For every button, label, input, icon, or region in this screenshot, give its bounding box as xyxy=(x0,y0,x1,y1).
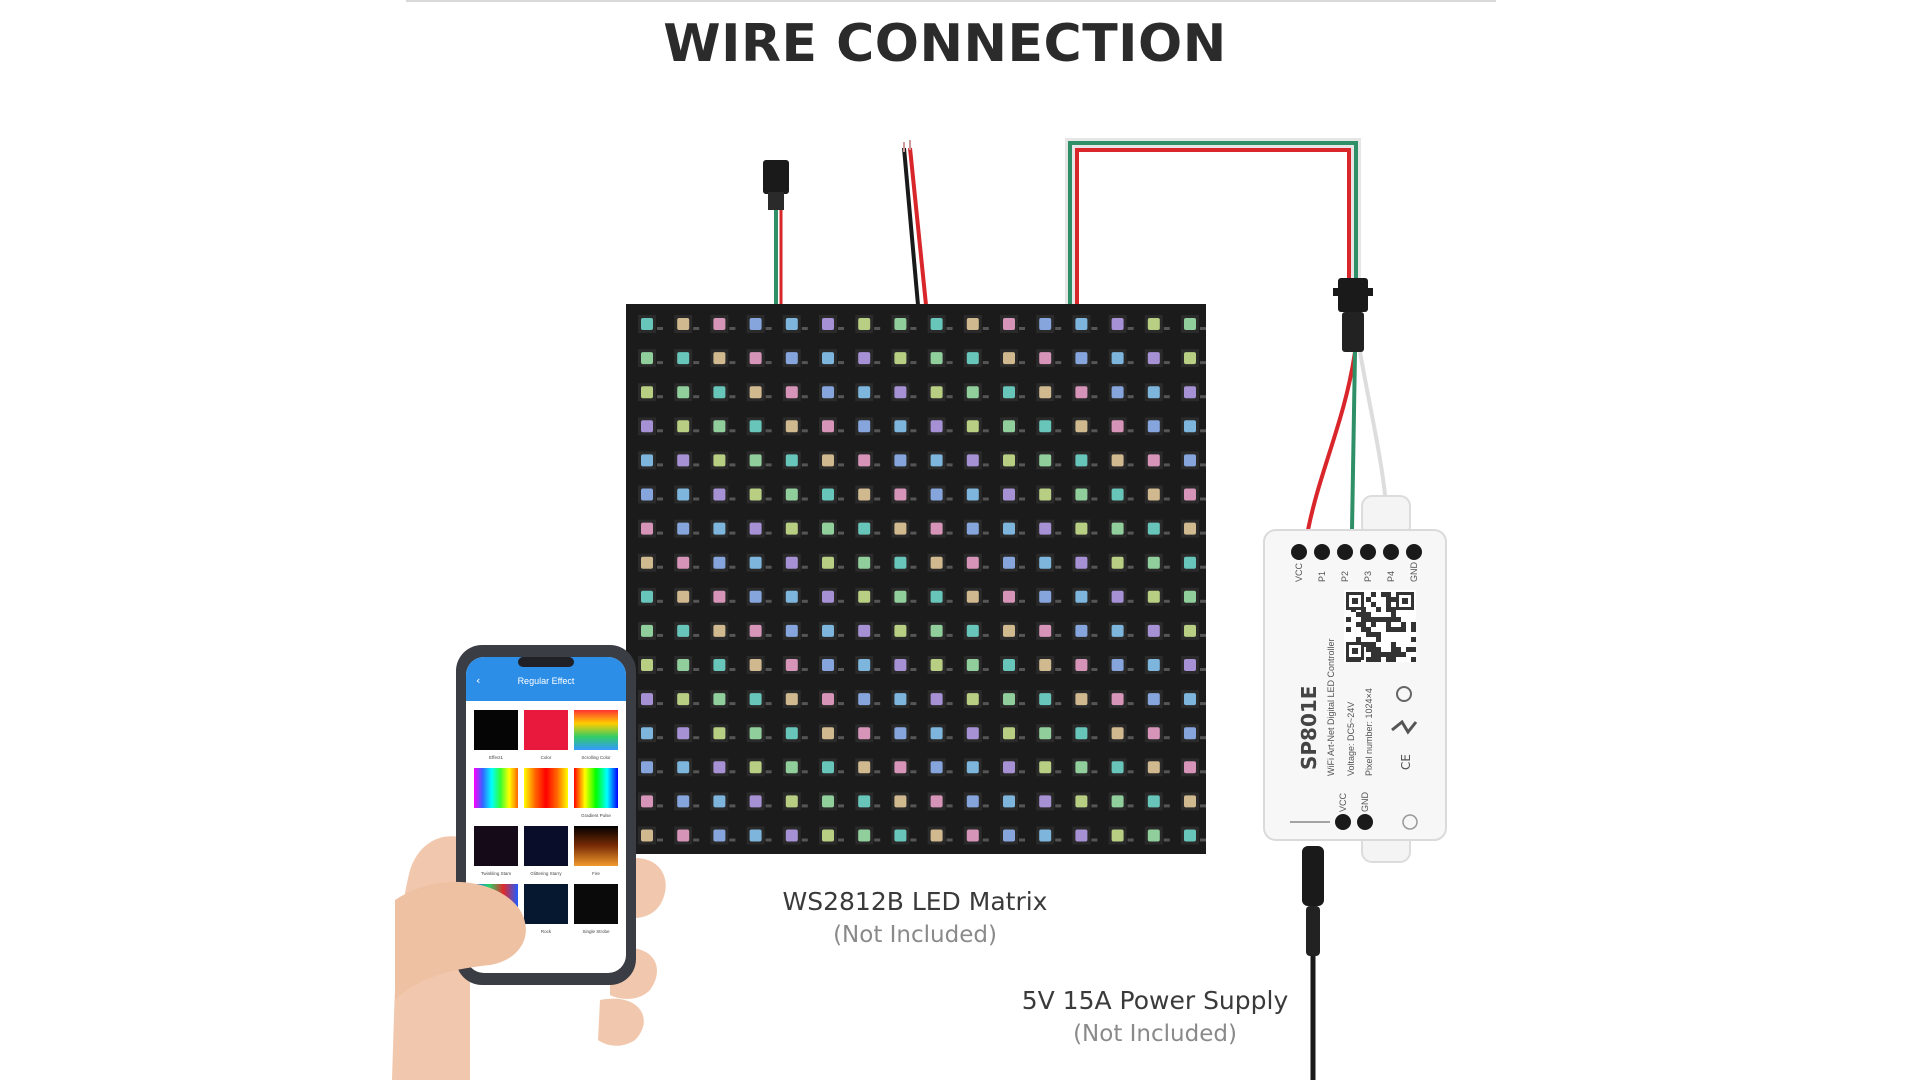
effect-tile[interactable] xyxy=(574,884,618,924)
top-divider xyxy=(406,0,1496,2)
status-indicator xyxy=(1402,814,1418,830)
effect-tile-label: Single Strobe xyxy=(582,929,610,934)
input-label-vcc: VCC xyxy=(1338,792,1348,812)
input-label-gnd: GND xyxy=(1360,792,1370,813)
terminal-vcc xyxy=(1291,544,1307,560)
output-terminals xyxy=(1291,544,1422,560)
input-terminal-vcc xyxy=(1335,814,1351,830)
effect-tile[interactable] xyxy=(574,826,618,866)
terminal-p3 xyxy=(1360,544,1376,560)
effect-tile[interactable] xyxy=(524,884,568,924)
effect-tile-label: Effect1 xyxy=(489,755,503,760)
controller-voltage: Voltage: DC5~24V xyxy=(1346,702,1356,776)
terminal-label: P4 xyxy=(1386,571,1396,582)
terminal-label: P2 xyxy=(1340,571,1350,582)
terminal-p1 xyxy=(1314,544,1330,560)
data-input-wires xyxy=(763,160,789,305)
led-grid xyxy=(638,315,1206,845)
jst-connector-female xyxy=(763,160,789,194)
page-title: WIRE CONNECTION xyxy=(663,14,1227,74)
controller-description: WiFi Art-Net Digital LED Controller xyxy=(1326,638,1336,776)
terminal-p4 xyxy=(1383,544,1399,560)
power-pigtail-wires xyxy=(902,140,928,306)
output-terminal-labels: VCC P1 P2 P3 P4 GND xyxy=(1294,562,1419,583)
led-matrix xyxy=(626,304,1206,854)
jst-connector-male xyxy=(1333,278,1373,352)
effect-tile-label: Gradient Pulse xyxy=(581,813,611,818)
terminal-label: P3 xyxy=(1363,571,1373,582)
input-terminal-gnd xyxy=(1357,814,1373,830)
phone-back-icon: ‹ xyxy=(476,674,480,687)
terminal-label: P1 xyxy=(1317,571,1327,582)
effect-tile-label: Glittering Starry xyxy=(530,871,562,876)
effect-tile[interactable] xyxy=(474,826,518,866)
hand-holding-phone: ‹ Regular Effect Effect1 Color Scrolling C… xyxy=(392,645,666,1080)
effect-tile[interactable] xyxy=(474,768,518,808)
effect-tile-label: Scrolling Color xyxy=(581,755,611,760)
effect-tile-label: Twinkling Stars xyxy=(481,871,512,876)
effect-tile-label: Fire xyxy=(592,871,600,876)
power-cable xyxy=(1302,846,1324,1080)
output-wires xyxy=(1065,138,1390,531)
recycle-icon xyxy=(1396,686,1412,702)
matrix-label-note: (Not Included) xyxy=(833,922,997,948)
terminal-gnd xyxy=(1406,544,1422,560)
power-supply-label-note: (Not Included) xyxy=(1073,1021,1237,1047)
terminal-label: VCC xyxy=(1294,562,1304,582)
effect-tile[interactable] xyxy=(524,710,568,750)
phone-header-title: Regular Effect xyxy=(518,676,575,686)
power-supply-label-main: 5V 15A Power Supply xyxy=(1021,986,1289,1015)
effect-tile-label: Color xyxy=(541,755,552,760)
effect-tile[interactable] xyxy=(574,710,618,750)
terminal-label: GND xyxy=(1409,562,1419,583)
effect-tile[interactable] xyxy=(474,710,518,750)
controller-model: SP801E xyxy=(1297,686,1321,770)
effect-tile[interactable] xyxy=(524,768,568,808)
ce-mark: CE xyxy=(1399,754,1413,770)
qr-code xyxy=(1344,590,1416,662)
effect-tile[interactable] xyxy=(524,826,568,866)
effect-tile[interactable] xyxy=(574,768,618,808)
effect-tile-label: Rock xyxy=(541,929,552,934)
terminal-p2 xyxy=(1337,544,1353,560)
controller-pixel-number: Pixel number: 1024×4 xyxy=(1364,688,1374,776)
wifi-icon xyxy=(1391,719,1418,735)
power-supply-label: 5V 15A Power Supply (Not Included) xyxy=(1000,986,1310,1047)
matrix-label-main: WS2812B LED Matrix xyxy=(782,887,1048,916)
matrix-label: WS2812B LED Matrix (Not Included) xyxy=(760,887,1070,948)
